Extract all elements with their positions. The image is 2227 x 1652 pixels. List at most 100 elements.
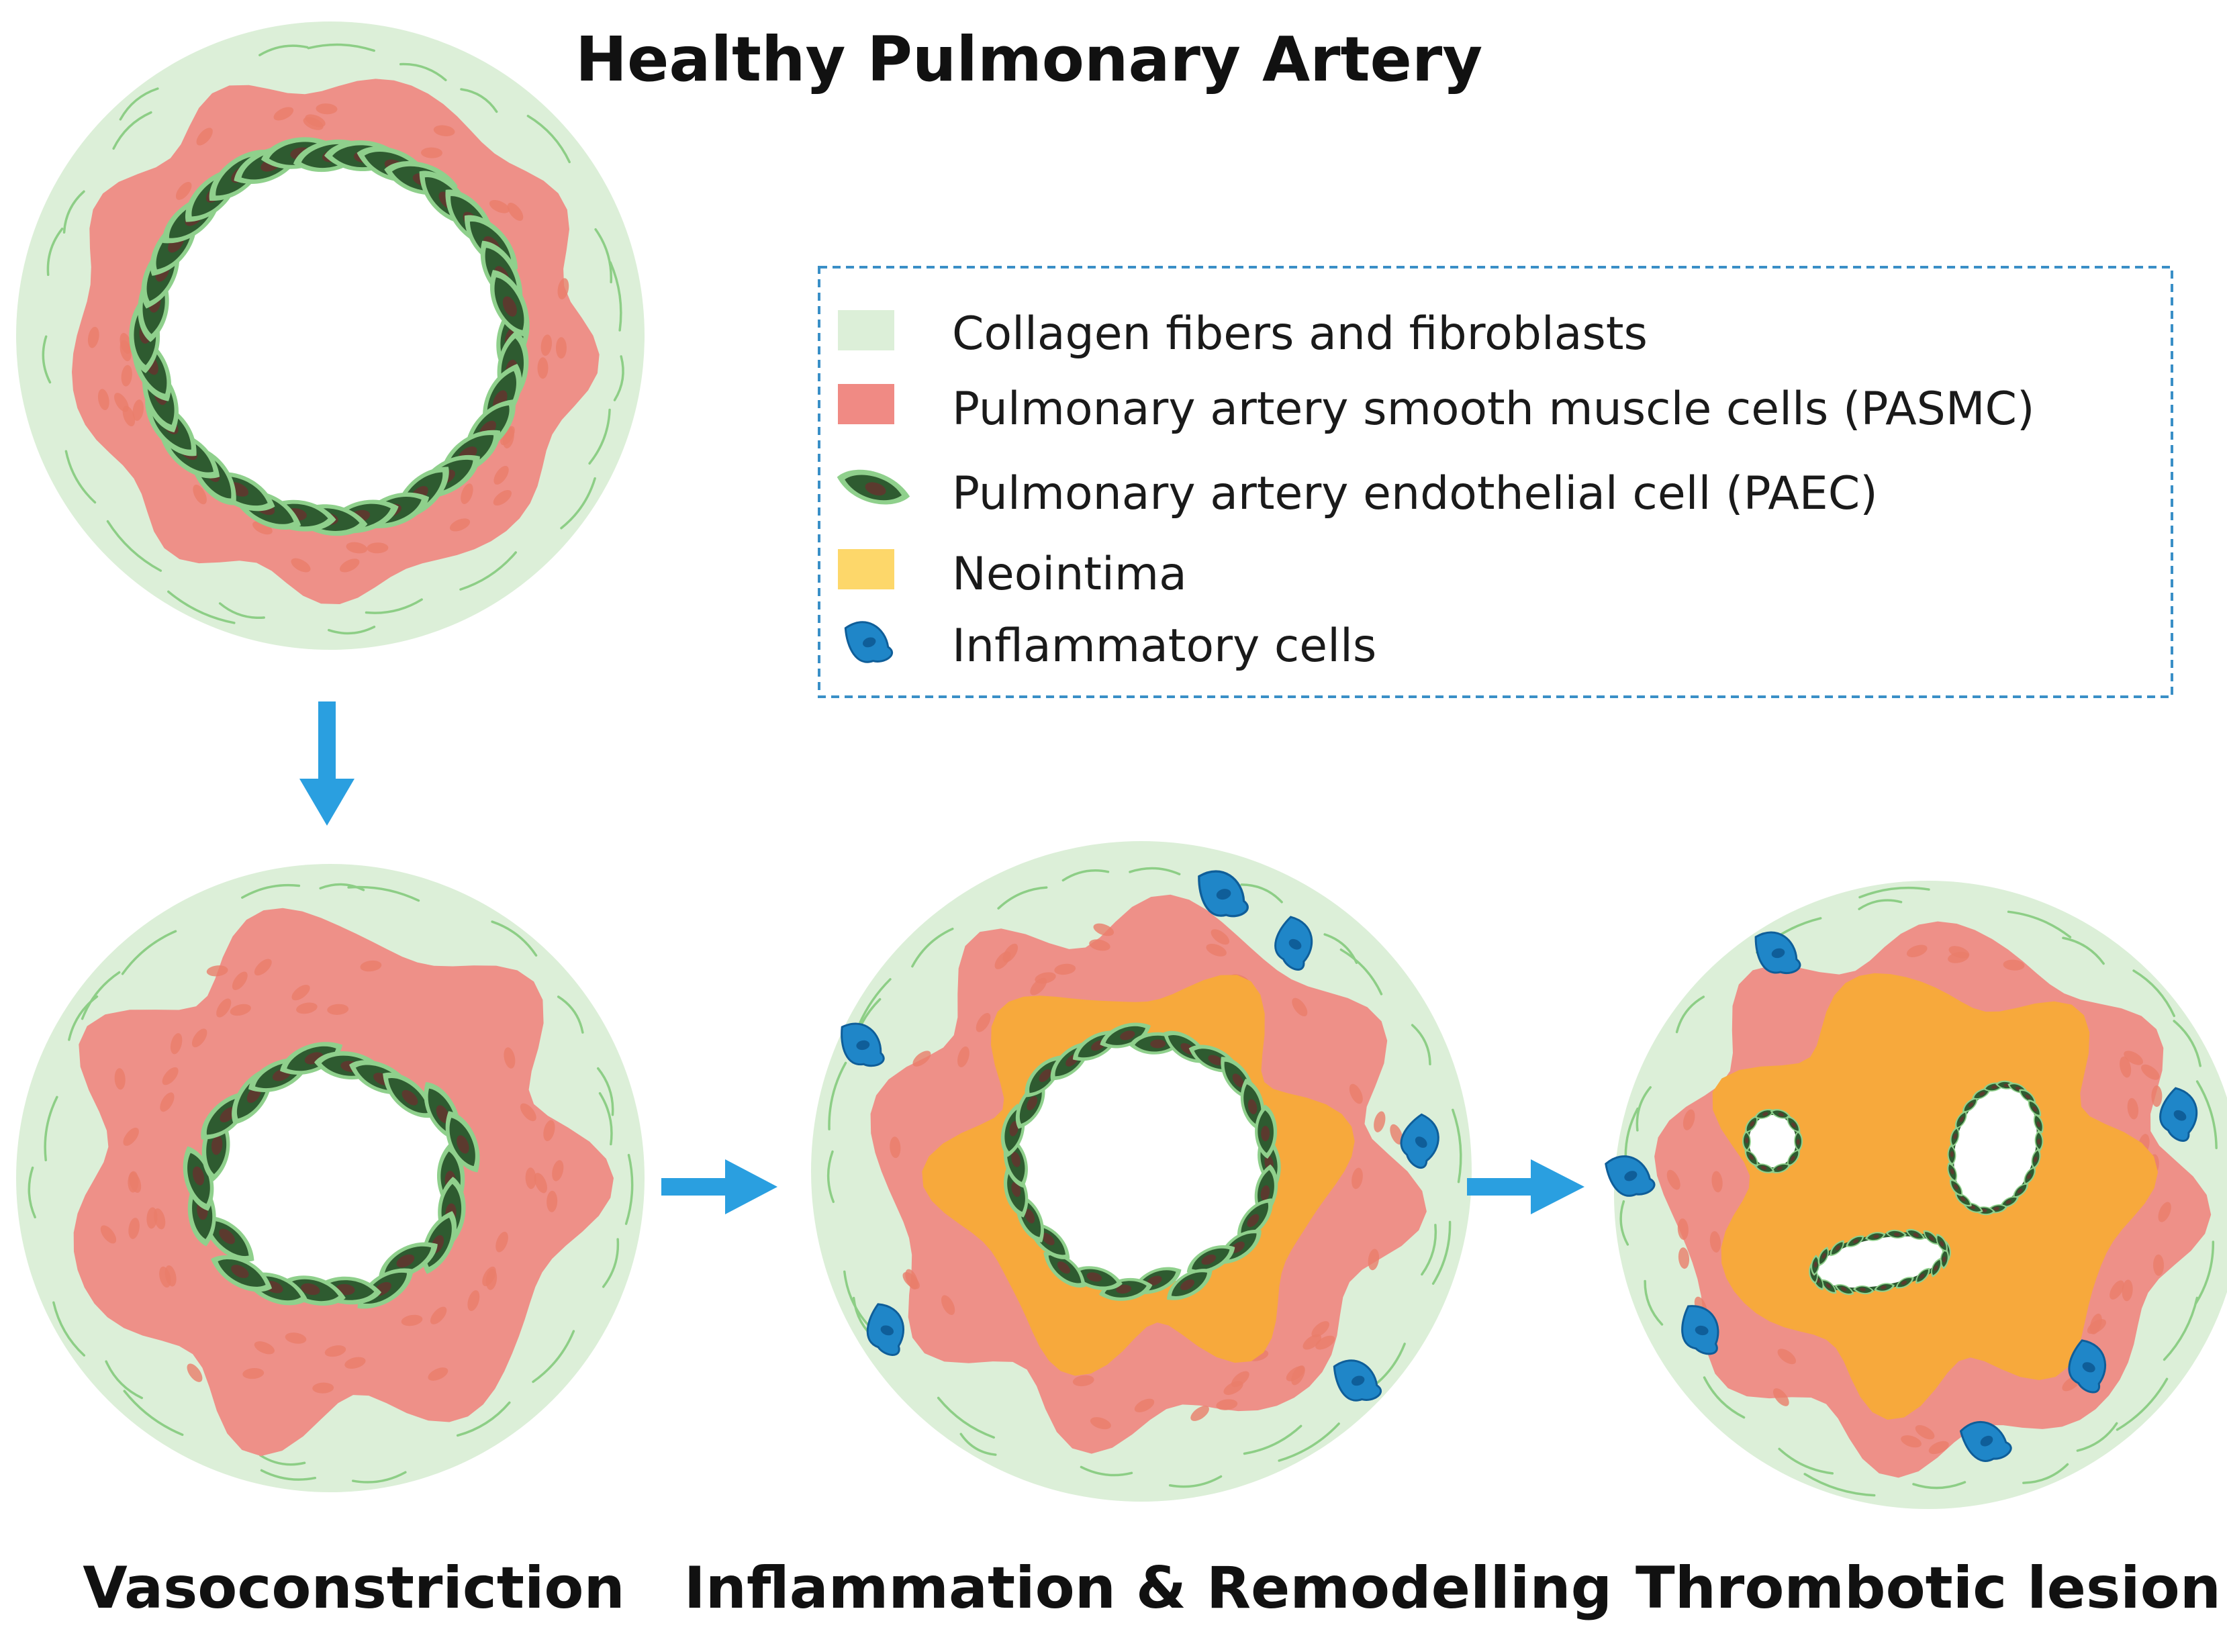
smooth-muscle-cell bbox=[296, 1002, 318, 1014]
residual-lumen bbox=[1947, 1080, 2044, 1216]
healthy-artery bbox=[16, 21, 645, 650]
legend-label-paec: Pulmonary artery endothelial cell (PAEC) bbox=[952, 467, 1878, 520]
smooth-muscle-cell bbox=[1677, 1218, 1689, 1241]
legend-swatch-collagen bbox=[838, 310, 894, 350]
collagen-fiber bbox=[1278, 1422, 1340, 1462]
smooth-muscle-cell bbox=[2141, 1064, 2160, 1080]
endothelial-cell bbox=[1811, 1255, 1820, 1276]
smooth-muscle-cell bbox=[902, 1272, 920, 1290]
endothelial-cell bbox=[1745, 1115, 1758, 1133]
collagen-fiber bbox=[2195, 1080, 2218, 1149]
endothelial-cell bbox=[1754, 1163, 1775, 1173]
endothelial-cell bbox=[1947, 1162, 1958, 1183]
smooth-muscle-cell bbox=[1206, 943, 1227, 957]
smooth-muscle-cell bbox=[534, 1173, 547, 1194]
endothelial-cell bbox=[1940, 1248, 1949, 1269]
legend-swatch-inflammatory bbox=[844, 621, 894, 663]
collagen-fiber bbox=[1339, 948, 1383, 995]
smooth-muscle-cell bbox=[433, 125, 455, 136]
smooth-muscle-cell bbox=[1915, 1424, 1935, 1440]
collagen-fiber bbox=[1803, 1473, 1876, 1497]
smooth-muscle-cell bbox=[1054, 963, 1076, 975]
collagen-fiber bbox=[105, 1360, 144, 1400]
legend-box bbox=[818, 266, 2173, 698]
smooth-muscle-cell bbox=[525, 1167, 536, 1189]
diagram-title: Healthy Pulmonary Artery bbox=[575, 23, 1482, 95]
smooth-muscle-cell bbox=[1666, 1169, 1680, 1190]
endothelial-cell bbox=[1167, 1269, 1213, 1300]
collagen-fiber bbox=[106, 520, 162, 572]
smooth-muscle-cell bbox=[159, 1266, 171, 1288]
collagen-fiber bbox=[319, 883, 365, 891]
neointima bbox=[1712, 973, 2159, 1420]
smooth-muscle-cell bbox=[1772, 1388, 1789, 1406]
legend-swatch-paec bbox=[837, 469, 910, 505]
smooth-muscle-cell bbox=[428, 1367, 448, 1381]
collagen-fiber bbox=[624, 1153, 634, 1225]
smooth-muscle-cell bbox=[957, 1046, 969, 1067]
legend-label-pasmc: Pulmonary artery smooth muscle cells (PA… bbox=[952, 383, 2035, 436]
endothelial-cell bbox=[1830, 1240, 1844, 1257]
collagen-fiber bbox=[1858, 899, 1903, 910]
endothelial-cell bbox=[1915, 1267, 1930, 1284]
collagen-fiber bbox=[1636, 1086, 1652, 1132]
smooth-muscle-cell bbox=[489, 199, 510, 213]
endothelial-cell bbox=[1923, 1230, 1940, 1245]
collagen-fiber bbox=[588, 408, 611, 465]
collagen-fiber bbox=[911, 927, 954, 968]
smooth-muscle-cell bbox=[1030, 977, 1047, 995]
smooth-muscle-cell bbox=[191, 1028, 207, 1048]
residual-lumen bbox=[1809, 1228, 1951, 1296]
smooth-muscle-cell bbox=[1190, 1406, 1209, 1421]
collagen-fiber bbox=[347, 885, 420, 902]
collagen-fiber bbox=[1168, 1475, 1223, 1488]
smooth-muscle-cell bbox=[1678, 1247, 1690, 1269]
smooth-muscle-cell bbox=[1906, 944, 1928, 957]
collagen-fiber bbox=[2062, 936, 2105, 965]
endothelial-cell bbox=[2034, 1130, 2044, 1152]
smooth-muscle-cell bbox=[252, 521, 273, 535]
collagen-fiber bbox=[1778, 1447, 1834, 1475]
collagen-fiber bbox=[460, 88, 498, 113]
smooth-muscle-cell bbox=[2110, 1280, 2124, 1300]
legend-swatch-neointima bbox=[838, 549, 894, 589]
endothelial-cell bbox=[1787, 1116, 1801, 1133]
smooth-muscle-cell bbox=[316, 103, 338, 115]
collagen-fiber bbox=[1452, 1108, 1462, 1183]
smooth-muscle-cell bbox=[121, 365, 132, 387]
endothelial-cell bbox=[2033, 1113, 2044, 1134]
collagen-fiber bbox=[1644, 1279, 1664, 1326]
smooth-muscle-cell bbox=[162, 1067, 179, 1085]
smooth-muscle-cell bbox=[493, 490, 512, 506]
smooth-muscle-cell bbox=[97, 389, 109, 410]
collagen-fiber bbox=[167, 590, 236, 624]
endothelial-cell bbox=[1100, 1022, 1151, 1049]
collagen-fiber bbox=[598, 1091, 613, 1146]
smooth-muscle-cell bbox=[339, 558, 360, 573]
collagen-fiber bbox=[260, 1469, 317, 1481]
smooth-muscle-cell bbox=[449, 518, 471, 532]
smooth-muscle-cell bbox=[273, 107, 294, 121]
collagen-fiber bbox=[826, 1150, 835, 1204]
endothelial-cell bbox=[211, 1255, 273, 1292]
smooth-muscle-cell bbox=[254, 1341, 275, 1355]
smooth-muscle-cell bbox=[2124, 1051, 2143, 1065]
endothelial-cell bbox=[1936, 1234, 1948, 1253]
smooth-muscle-cell bbox=[1223, 1381, 1243, 1396]
smooth-muscle-cell bbox=[123, 1127, 139, 1146]
collagen-fiber bbox=[52, 1301, 86, 1357]
collagen-fiber bbox=[602, 1238, 620, 1288]
smooth-muscle-cell bbox=[912, 1051, 931, 1067]
collagen-fiber bbox=[828, 1061, 847, 1130]
collagen-fiber bbox=[459, 551, 517, 591]
endothelial-cell bbox=[1885, 1229, 1907, 1238]
smooth-muscle-cell bbox=[507, 202, 524, 221]
collagen-fiber bbox=[2007, 910, 2072, 938]
collagen-fiber bbox=[2163, 1296, 2199, 1361]
collagen-fiber bbox=[81, 971, 121, 1020]
inflammatory-cell bbox=[2068, 1339, 2107, 1394]
smooth-muscle-cell bbox=[291, 558, 311, 573]
smooth-muscle-cell bbox=[461, 483, 473, 504]
smooth-muscle-cell bbox=[87, 326, 99, 348]
collagen-fiber bbox=[456, 1401, 511, 1437]
